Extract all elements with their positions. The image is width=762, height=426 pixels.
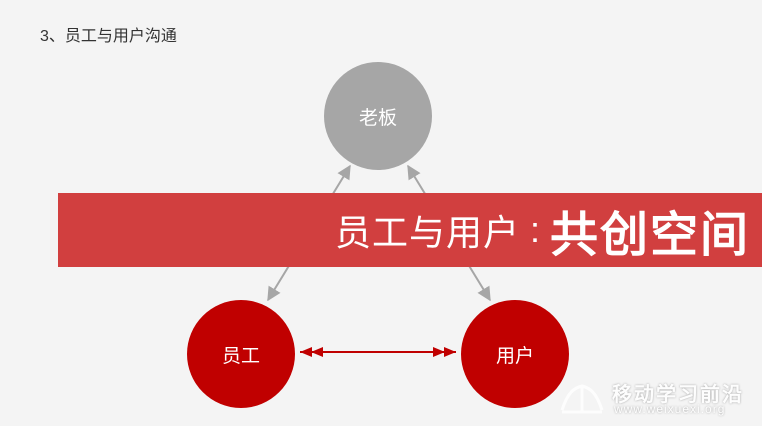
- node-boss-label: 老板: [358, 107, 397, 129]
- node-boss: 老板: [324, 62, 432, 170]
- banner-colon: :: [529, 209, 540, 250]
- banner-prefix: 员工与用户: [334, 212, 520, 253]
- node-employee: 员工: [187, 300, 295, 408]
- double-arrowhead-left: [300, 347, 323, 357]
- double-arrowhead-right: [433, 347, 456, 357]
- node-employee-label: 员工: [221, 345, 260, 367]
- node-user-label: 用户: [495, 345, 534, 367]
- headline-banner: 员工与用户 : 共创空间: [58, 193, 762, 267]
- book-logo-icon: [560, 384, 604, 414]
- watermark-url: www.weixuexi.org: [614, 402, 726, 416]
- watermark-name: 移动学习前沿: [612, 384, 744, 406]
- slide-title: 3、员工与用户沟通: [40, 28, 177, 45]
- node-user: 用户: [461, 300, 569, 408]
- watermark: 移动学习前沿 www.weixuexi.org: [558, 376, 756, 420]
- banner-emphasis: 共创空间: [549, 209, 750, 262]
